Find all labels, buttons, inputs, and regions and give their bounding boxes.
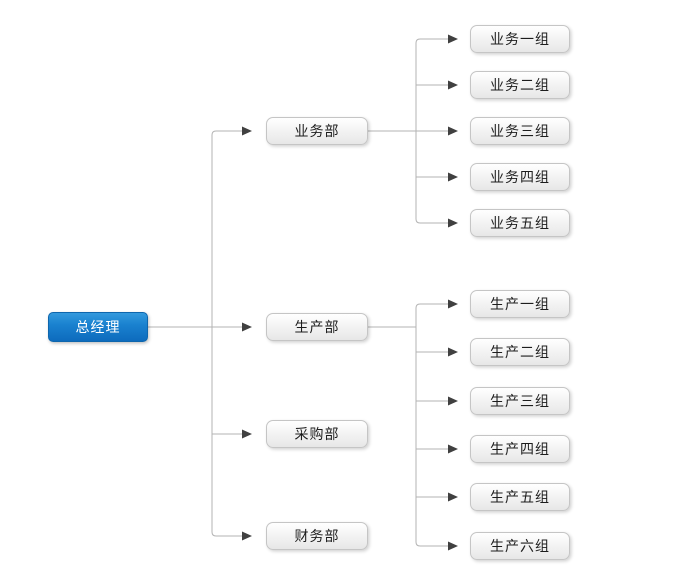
connector-line — [415, 38, 448, 224]
node-business-group-4[interactable]: 业务四组 — [470, 163, 570, 191]
arrow-right-icon — [242, 322, 252, 332]
arrow-right-icon — [448, 126, 458, 136]
arrow-right-icon — [448, 34, 458, 44]
arrow-right-icon — [448, 299, 458, 309]
arrow-right-icon — [448, 172, 458, 182]
node-general-manager[interactable]: 总经理 — [48, 312, 148, 342]
node-business-group-5[interactable]: 业务五组 — [470, 209, 570, 237]
node-business-dept[interactable]: 业务部 — [266, 117, 368, 145]
arrow-right-icon — [242, 126, 252, 136]
node-production-group-3[interactable]: 生产三组 — [470, 387, 570, 415]
connector-line — [415, 303, 448, 547]
arrow-right-icon — [242, 429, 252, 439]
node-production-dept[interactable]: 生产部 — [266, 313, 368, 341]
node-production-group-6[interactable]: 生产六组 — [470, 532, 570, 560]
node-business-group-3[interactable]: 业务三组 — [470, 117, 570, 145]
node-business-group-2[interactable]: 业务二组 — [470, 71, 570, 99]
arrow-right-icon — [448, 492, 458, 502]
arrow-right-icon — [448, 218, 458, 228]
arrow-right-icon — [448, 541, 458, 551]
node-production-group-4[interactable]: 生产四组 — [470, 435, 570, 463]
arrow-right-icon — [448, 347, 458, 357]
node-production-group-1[interactable]: 生产一组 — [470, 290, 570, 318]
arrow-right-icon — [448, 80, 458, 90]
node-production-group-2[interactable]: 生产二组 — [470, 338, 570, 366]
arrow-right-icon — [242, 531, 252, 541]
node-purchasing-dept[interactable]: 采购部 — [266, 420, 368, 448]
node-business-group-1[interactable]: 业务一组 — [470, 25, 570, 53]
node-production-group-5[interactable]: 生产五组 — [470, 483, 570, 511]
arrow-right-icon — [448, 444, 458, 454]
connector-line — [211, 130, 242, 537]
node-finance-dept[interactable]: 财务部 — [266, 522, 368, 550]
arrow-right-icon — [448, 396, 458, 406]
